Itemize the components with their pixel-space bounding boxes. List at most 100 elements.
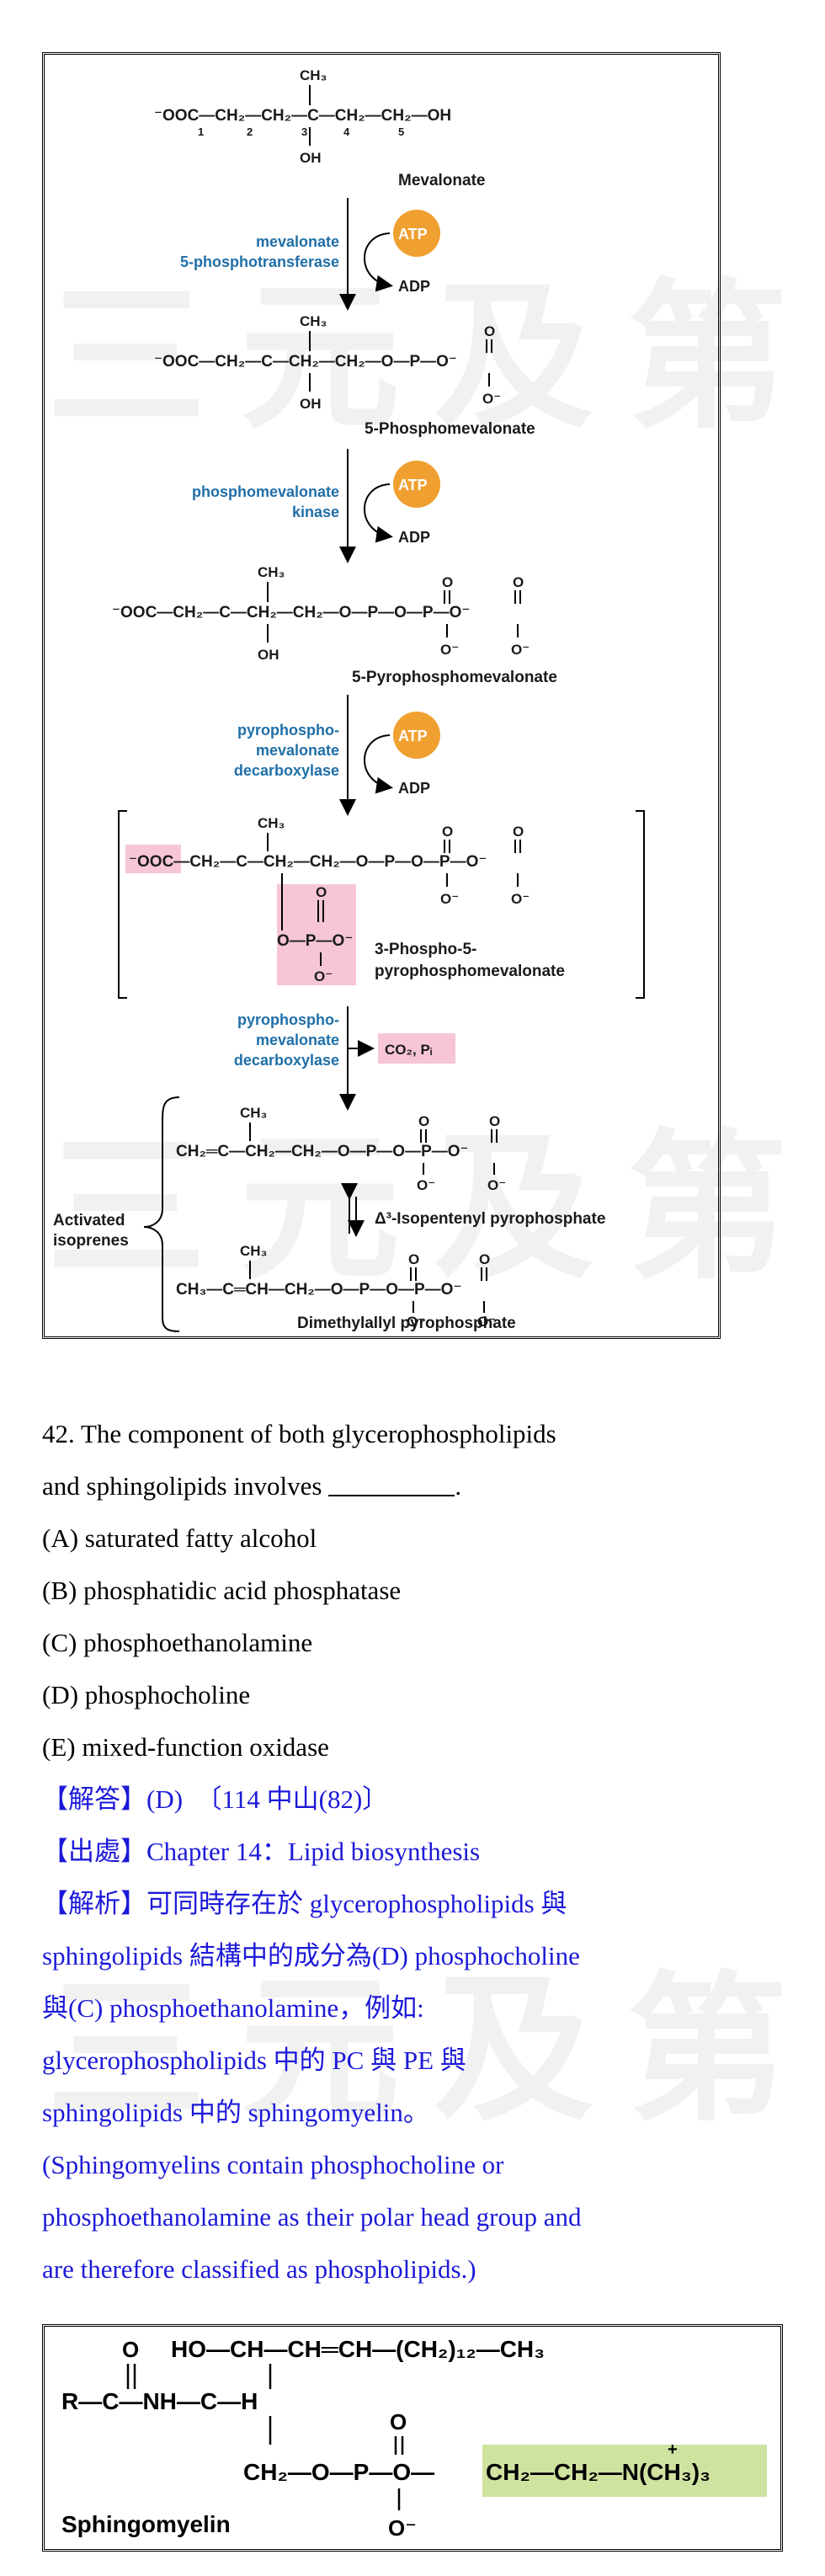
svg-text:kinase: kinase xyxy=(292,504,339,520)
svg-text:CH₃: CH₃ xyxy=(300,313,327,329)
svg-text:CH₃: CH₃ xyxy=(258,564,285,580)
choline-highlight xyxy=(482,2445,767,2497)
svg-text:3: 3 xyxy=(301,125,307,138)
carboxyl-highlight xyxy=(125,845,181,873)
svg-text:O: O xyxy=(408,1251,419,1267)
option-a: (A) saturated fatty alcohol xyxy=(42,1523,317,1553)
svg-text:3-Phospho-5-: 3-Phospho-5- xyxy=(375,941,476,958)
svg-text:OH: OH xyxy=(300,396,322,412)
pyrophosphomevalonate-name: 5-Pyrophosphomevalonate xyxy=(352,669,557,686)
svg-text:O⁻: O⁻ xyxy=(487,1177,506,1193)
svg-text:O: O xyxy=(489,1113,500,1129)
source-line: 【出處】Chapter 14：Lipid biosynthesis xyxy=(42,1837,481,1866)
svg-text:ADP: ADP xyxy=(398,529,430,546)
question-stem-line1: 42. The component of both glycerophospho… xyxy=(42,1419,556,1448)
svg-text:O⁻: O⁻ xyxy=(511,891,530,907)
svg-text:ADP: ADP xyxy=(398,780,430,797)
svg-text:O⁻: O⁻ xyxy=(511,642,530,658)
analysis-line: glycerophospholipids 中的 PC 與 PE 與 xyxy=(42,2045,466,2075)
phosphate-highlight xyxy=(277,884,356,985)
svg-text:isoprenes: isoprenes xyxy=(53,1232,129,1250)
sphingomyelin-figure: O HO—CH—CH═CH—(CH₂)₁₂—CH₃ R—C—NH—C—H O C… xyxy=(42,2324,783,2552)
option-b: (B) phosphatidic acid phosphatase xyxy=(42,1576,402,1605)
svg-text:O: O xyxy=(484,323,495,339)
co2-highlight xyxy=(378,1033,455,1064)
svg-text:O: O xyxy=(442,574,453,590)
mevalonate-pathway-figure: CH₃ ⁻OOC—CH₂—CH₂—C—CH₂—CH₂—OH OH 1 2 3 4… xyxy=(42,52,721,1339)
question-stem-line2: and sphingolipids involves. xyxy=(42,1471,462,1501)
phosphomevalonate-name: 5-Phosphomevalonate xyxy=(365,420,535,438)
svg-text:O: O xyxy=(479,1251,490,1267)
svg-text:2: 2 xyxy=(247,125,253,138)
svg-text:ATP: ATP xyxy=(398,728,428,744)
pyrophosphomevalonate-structure: CH₃ ⁻OOC—CH₂—C—CH₂—CH₂—O—P—O—P—O⁻ OH O O… xyxy=(112,564,557,686)
svg-text:O: O xyxy=(442,824,453,840)
svg-text:CH₃: CH₃ xyxy=(258,815,285,831)
analysis-line: sphingolipids 結構中的成分為(D) phosphocholine xyxy=(42,1941,580,1971)
svg-text:mevalonate: mevalonate xyxy=(256,233,339,250)
svg-text:CH₃: CH₃ xyxy=(240,1243,267,1259)
svg-text:decarboxylase: decarboxylase xyxy=(234,762,339,779)
svg-text:CH₂═C—CH₂—CH₂—O—P—O—P—O⁻: CH₂═C—CH₂—CH₂—O—P—O—P—O⁻ xyxy=(176,1143,469,1160)
enzyme-label: pyrophospho- mevalonate decarboxylase xyxy=(234,1011,339,1069)
svg-text:CH₃: CH₃ xyxy=(240,1105,267,1121)
option-c: (C) phosphoethanolamine xyxy=(42,1628,313,1657)
svg-text:O: O xyxy=(513,574,524,590)
answer-line: 【解答】(D) 〔114 中山(82)〕 xyxy=(42,1784,389,1814)
step-1: ATP ADP mevalonate 5-phosphotransferase xyxy=(180,198,440,311)
svg-text:O: O xyxy=(316,884,327,900)
svg-text:ATP: ATP xyxy=(398,226,428,243)
step-4: CO₂, Pᵢ pyrophospho- mevalonate decarbox… xyxy=(234,1006,455,1111)
dmapp-name: Dimethylallyl pyrophosphate xyxy=(297,1315,516,1332)
mevalonate-formula: ⁻OOC—CH₂—CH₂—C—CH₂—CH₂—OH xyxy=(154,107,451,125)
carbon-numbers: 1 2 3 4 5 xyxy=(198,125,404,138)
svg-text:pyrophospho-: pyrophospho- xyxy=(237,1011,339,1028)
svg-text:O⁻: O⁻ xyxy=(314,968,333,984)
mevalonate-name: Mevalonate xyxy=(398,172,485,189)
enzyme-label: phosphomevalonate kinase xyxy=(192,483,339,520)
co2-pi-label: CO₂, Pᵢ xyxy=(385,1042,432,1058)
svg-text:5-phosphotransferase: 5-phosphotransferase xyxy=(180,253,339,270)
svg-text:O⁻: O⁻ xyxy=(440,891,459,907)
svg-text:O⁻: O⁻ xyxy=(477,1314,496,1330)
adp-label: ADP xyxy=(398,278,430,295)
analysis-line: (Sphingomyelins contain phosphocholine o… xyxy=(42,2150,504,2179)
answer-blank xyxy=(328,1475,455,1496)
mevalonate-structure: CH₃ ⁻OOC—CH₂—CH₂—C—CH₂—CH₂—OH OH 1 2 3 4… xyxy=(154,67,485,189)
svg-text:CH₃—C═CH—CH₂—O—P—O—P—O⁻: CH₃—C═CH—CH₂—O—P—O—P—O⁻ xyxy=(176,1281,461,1299)
step-2: ATP ADP phosphomevalonate kinase xyxy=(192,449,440,563)
activated-isoprenes: Activated isoprenes CH₃ CH₂═C—CH₂—CH₂—O—… xyxy=(53,1096,605,1332)
svg-text:O: O xyxy=(513,824,524,840)
svg-text:O⁻: O⁻ xyxy=(388,2515,417,2541)
sphingomyelin-label: Sphingomyelin xyxy=(61,2511,231,2537)
analysis-line: sphingolipids 中的 sphingomyelin。 xyxy=(42,2098,429,2127)
svg-text:O—P—O⁻: O—P—O⁻ xyxy=(277,932,353,950)
svg-text:decarboxylase: decarboxylase xyxy=(234,1052,339,1069)
svg-text:mevalonate: mevalonate xyxy=(256,1032,339,1048)
step-3: ATP ADP pyrophospho- mevalonate decarbox… xyxy=(234,695,440,816)
svg-text:O⁻: O⁻ xyxy=(482,391,501,407)
analysis-line: are therefore classified as phospholipid… xyxy=(42,2254,476,2284)
sphingosine-chain: HO—CH—CH═CH—(CH₂)₁₂—CH₃ xyxy=(171,2336,545,2362)
svg-text:⁻OOC—CH₂—C—CH₂—CH₂—O—P—O⁻: ⁻OOC—CH₂—C—CH₂—CH₂—O—P—O⁻ xyxy=(154,353,457,371)
ipp-name: Δ³-Isopentenyl pyrophosphate xyxy=(375,1210,605,1228)
analysis-line: 【解析】可同時存在於 glycerophospholipids 與 xyxy=(42,1889,567,1918)
svg-text:ATP: ATP xyxy=(398,477,428,493)
svg-text:⁻OOC—CH₂—C—CH₂—CH₂—O—P—O—P—O⁻: ⁻OOC—CH₂—C—CH₂—CH₂—O—P—O—P—O⁻ xyxy=(112,604,470,621)
phosphodiester: CH₂—O—P—O— xyxy=(243,2459,434,2485)
svg-text:phosphomevalonate: phosphomevalonate xyxy=(192,483,339,500)
option-e: (E) mixed-function oxidase xyxy=(42,1732,329,1762)
svg-text:5: 5 xyxy=(398,125,404,138)
ch3-label: CH₃ xyxy=(300,67,327,83)
svg-text:+: + xyxy=(668,2440,678,2459)
enzyme-label: pyrophospho- mevalonate decarboxylase xyxy=(234,722,339,779)
phosphomevalonate-structure: CH₃ ⁻OOC—CH₂—C—CH₂—CH₂—O—P—O⁻ OH O O⁻ 5-… xyxy=(154,313,535,438)
atp-circle xyxy=(393,210,440,257)
choline-head: CH₂—CH₂—N(CH₃)₃ xyxy=(486,2459,711,2485)
svg-text:1: 1 xyxy=(198,125,204,138)
svg-text:O⁻: O⁻ xyxy=(440,642,459,658)
svg-text:4: 4 xyxy=(343,125,350,138)
svg-text:OH: OH xyxy=(258,647,279,663)
amide-linkage: R—C—NH—C—H xyxy=(61,2388,258,2414)
svg-text:O: O xyxy=(390,2409,407,2435)
